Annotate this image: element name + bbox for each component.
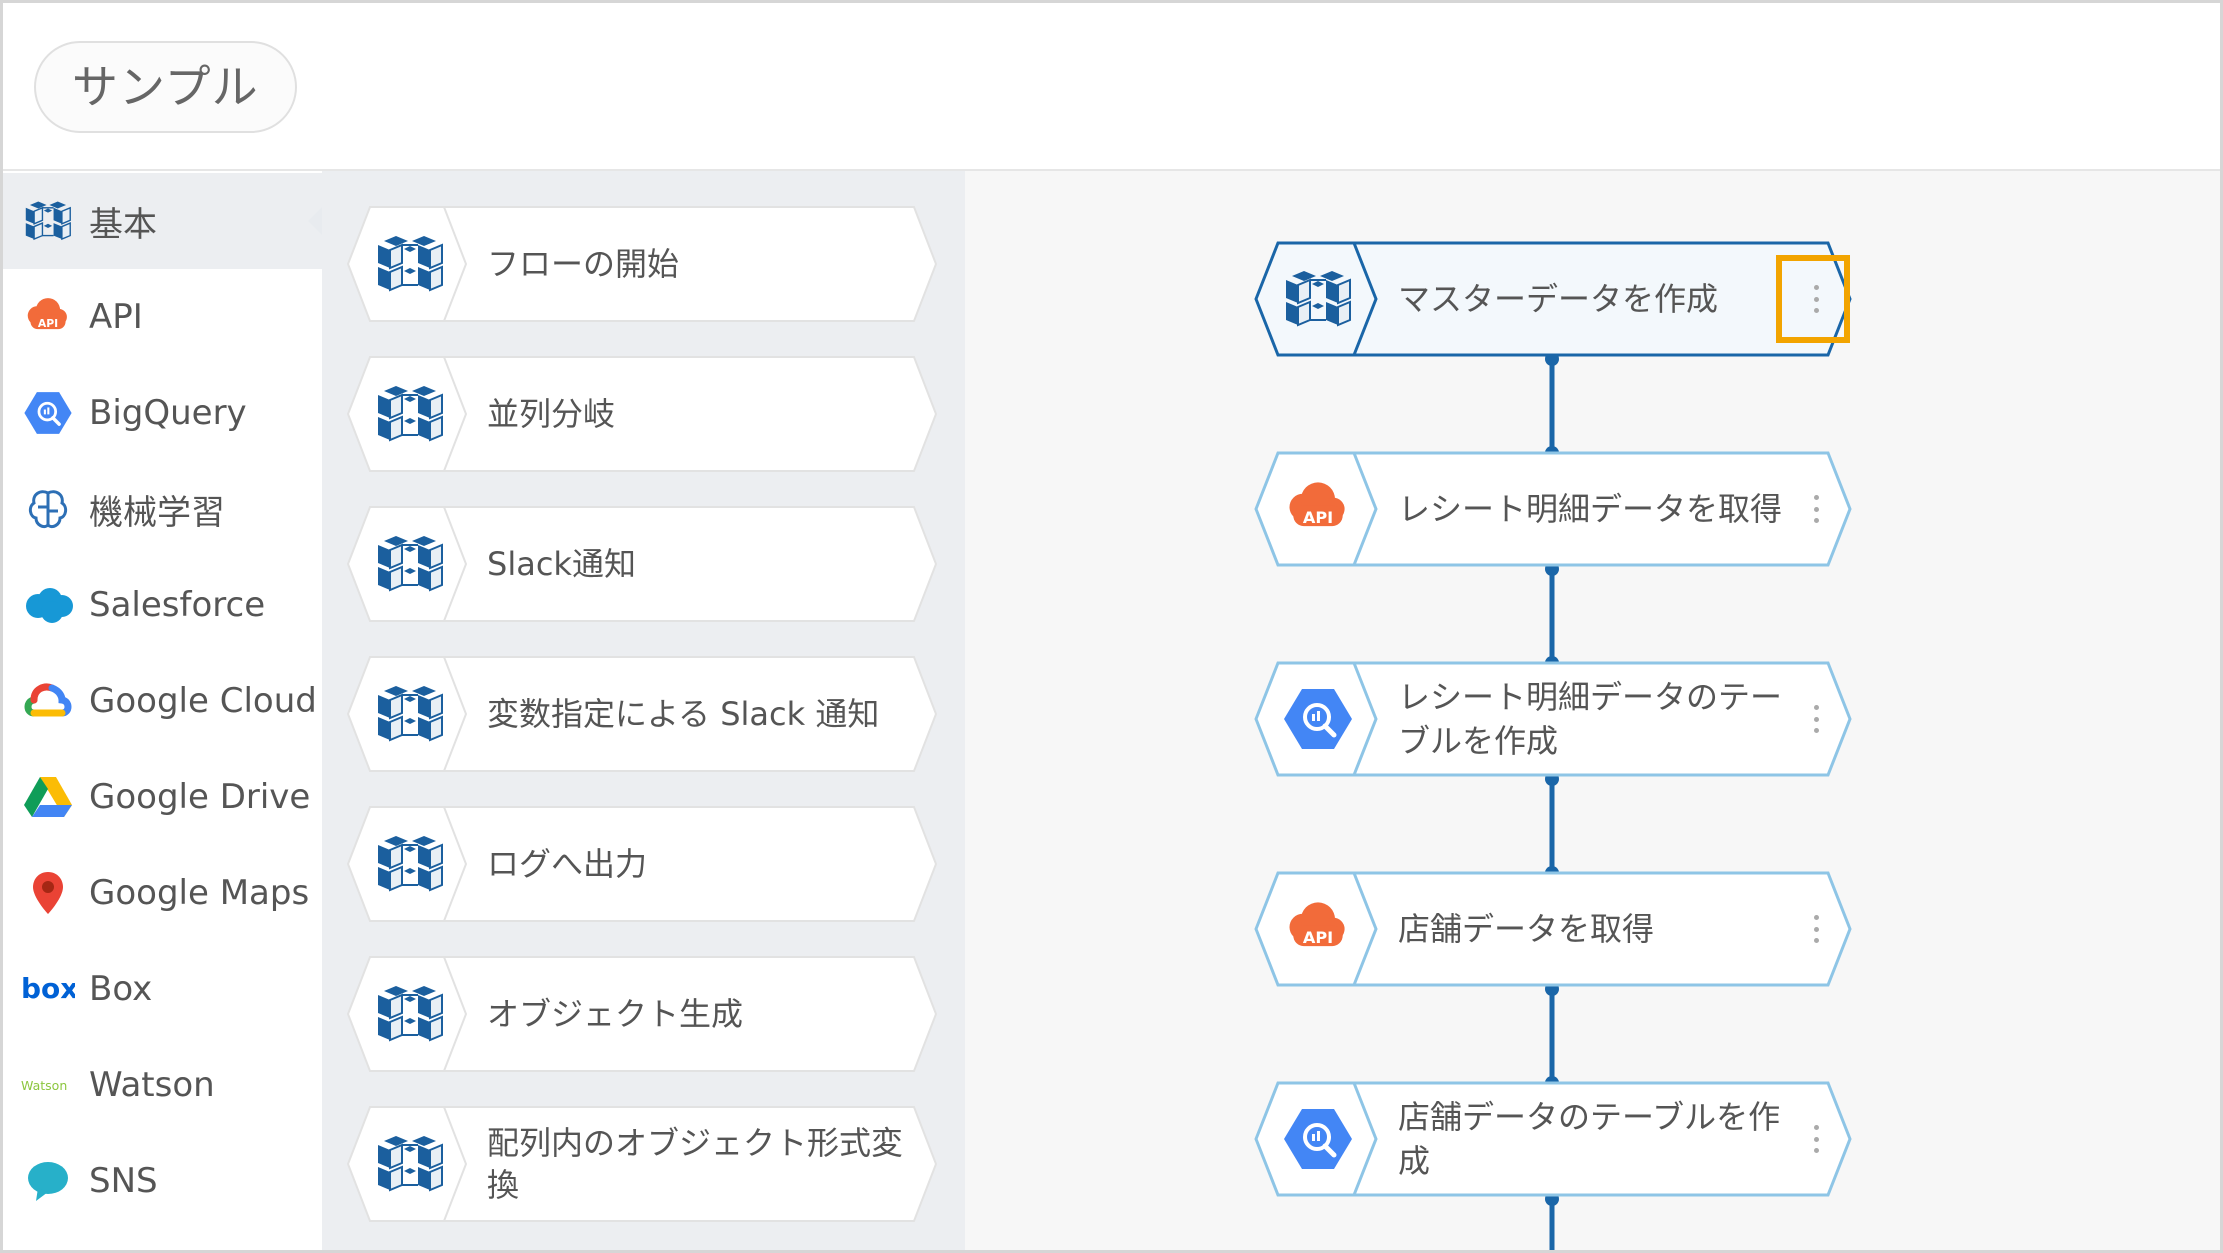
node-menu-button[interactable] [1807,489,1825,529]
cube-grid-icon [377,235,443,291]
flow-node-label: 店舗データを取得 [1398,910,1655,948]
category-label: 機械学習 [89,492,225,533]
palette-item-parallel-branch[interactable]: 並列分岐 [346,355,938,473]
api-icon-text: API [1303,508,1333,527]
category-item-salesforce[interactable]: Salesforce [3,557,322,653]
google-drive-icon [21,770,75,824]
category-label: Google Drive [89,777,311,817]
category-item-api[interactable]: API API [3,269,322,365]
category-label: Google Cloud [89,681,317,721]
palette-item-label: フローの開始 [487,245,680,283]
category-label: Box [89,969,153,1009]
map-pin-icon [21,866,75,920]
svg-text:API: API [38,317,58,330]
salesforce-cloud-icon [21,578,75,632]
bigquery-icon [21,386,75,440]
category-label: Google Maps [89,873,310,913]
category-item-watson[interactable]: Watson Watson [3,1037,322,1133]
watson-logo-icon: Watson [21,1058,75,1112]
google-cloud-icon [21,674,75,728]
box-logo-text: box [21,974,75,1004]
category-item-box[interactable]: box Box [3,941,322,1037]
category-label: 基本 [89,204,157,245]
node-menu-button[interactable] [1807,279,1825,319]
watson-logo-text: Watson [21,1078,67,1093]
palette-item-label: オブジェクト生成 [487,995,744,1033]
menu-highlight-annotation [1776,255,1850,343]
palette-item-slack-notify[interactable]: Slack通知 [346,505,938,623]
cube-grid-icon [377,385,443,441]
category-item-sns[interactable]: SNS [3,1133,322,1229]
node-menu-button[interactable] [1807,909,1825,949]
chat-bubble-icon [21,1154,75,1208]
flow-node-create-receipt-table[interactable]: レシート明細データのテーブルを作成 [1254,661,1854,777]
api-cloud-icon: API [1280,476,1356,542]
node-menu-button[interactable] [1807,699,1825,739]
brain-icon [21,482,75,536]
cube-grid-icon [377,1135,443,1191]
category-label: SNS [89,1161,158,1201]
palette-item-log-output[interactable]: ログへ出力 [346,805,938,923]
cube-grid-icon [1280,266,1356,332]
category-label: Salesforce [89,585,266,625]
box-logo-icon: box [21,962,75,1016]
palette-item-label: ログへ出力 [487,845,648,883]
palette-item-slack-notify-variable[interactable]: 変数指定による Slack 通知 [346,655,938,773]
palette-item-array-object-convert[interactable]: 配列内のオブジェクト形式変換 [346,1105,938,1223]
flow-node-create-master-data[interactable]: マスターデータを作成 [1254,241,1854,357]
flow-node-get-receipt-details[interactable]: API レシート明細データを取得 [1254,451,1854,567]
palette-item-label: 変数指定による Slack 通知 [487,695,880,733]
api-icon-text: API [1303,928,1333,947]
category-label: Watson [89,1065,215,1105]
palette-item-label: 並列分岐 [487,395,616,433]
palette-item-flow-start[interactable]: フローの開始 [346,205,938,323]
palette-item-label: 配列内のオブジェクト形式変換 [487,1124,904,1204]
palette-item-label: Slack通知 [487,545,636,583]
component-palette: フローの開始 並列分岐 Slack通知 変数指定による Slack 通 [322,171,965,1250]
bigquery-icon [1280,686,1356,752]
category-label: BigQuery [89,393,247,433]
node-menu-button[interactable] [1807,1119,1825,1159]
category-item-google-cloud[interactable]: Google Cloud [3,653,322,749]
api-cloud-icon: API [1280,896,1356,962]
page-title[interactable]: サンプル [34,41,297,133]
category-item-basic[interactable]: 基本 [3,173,322,269]
flow-node-label: レシート明細データを取得 [1398,490,1783,528]
category-label: API [89,297,143,337]
api-cloud-icon: API [21,290,75,344]
palette-item-create-object[interactable]: オブジェクト生成 [346,955,938,1073]
bigquery-icon [1280,1106,1356,1172]
cube-grid-icon [21,194,75,248]
flow-node-create-store-table[interactable]: 店舗データのテーブルを作成 [1254,1081,1854,1197]
flow-node-label: マスターデータを作成 [1398,280,1719,318]
category-item-google-drive[interactable]: Google Drive [3,749,322,845]
cube-grid-icon [377,685,443,741]
category-item-machine-learning[interactable]: 機械学習 [3,461,322,557]
category-sidebar: 基本 API API BigQuery [3,171,322,1250]
cube-grid-icon [377,535,443,591]
flow-node-label: 店舗データのテーブルを作成 [1398,1098,1781,1180]
flow-node-get-store-data[interactable]: API 店舗データを取得 [1254,871,1854,987]
category-item-bigquery[interactable]: BigQuery [3,365,322,461]
cube-grid-icon [377,835,443,891]
header: サンプル [3,3,2220,171]
flow-node-label: レシート明細データのテーブルを作成 [1398,678,1783,760]
flow-canvas[interactable]: マスターデータを作成 API レシート明細データを取得 [965,171,2220,1250]
cube-grid-icon [377,985,443,1041]
category-item-google-maps[interactable]: Google Maps [3,845,322,941]
